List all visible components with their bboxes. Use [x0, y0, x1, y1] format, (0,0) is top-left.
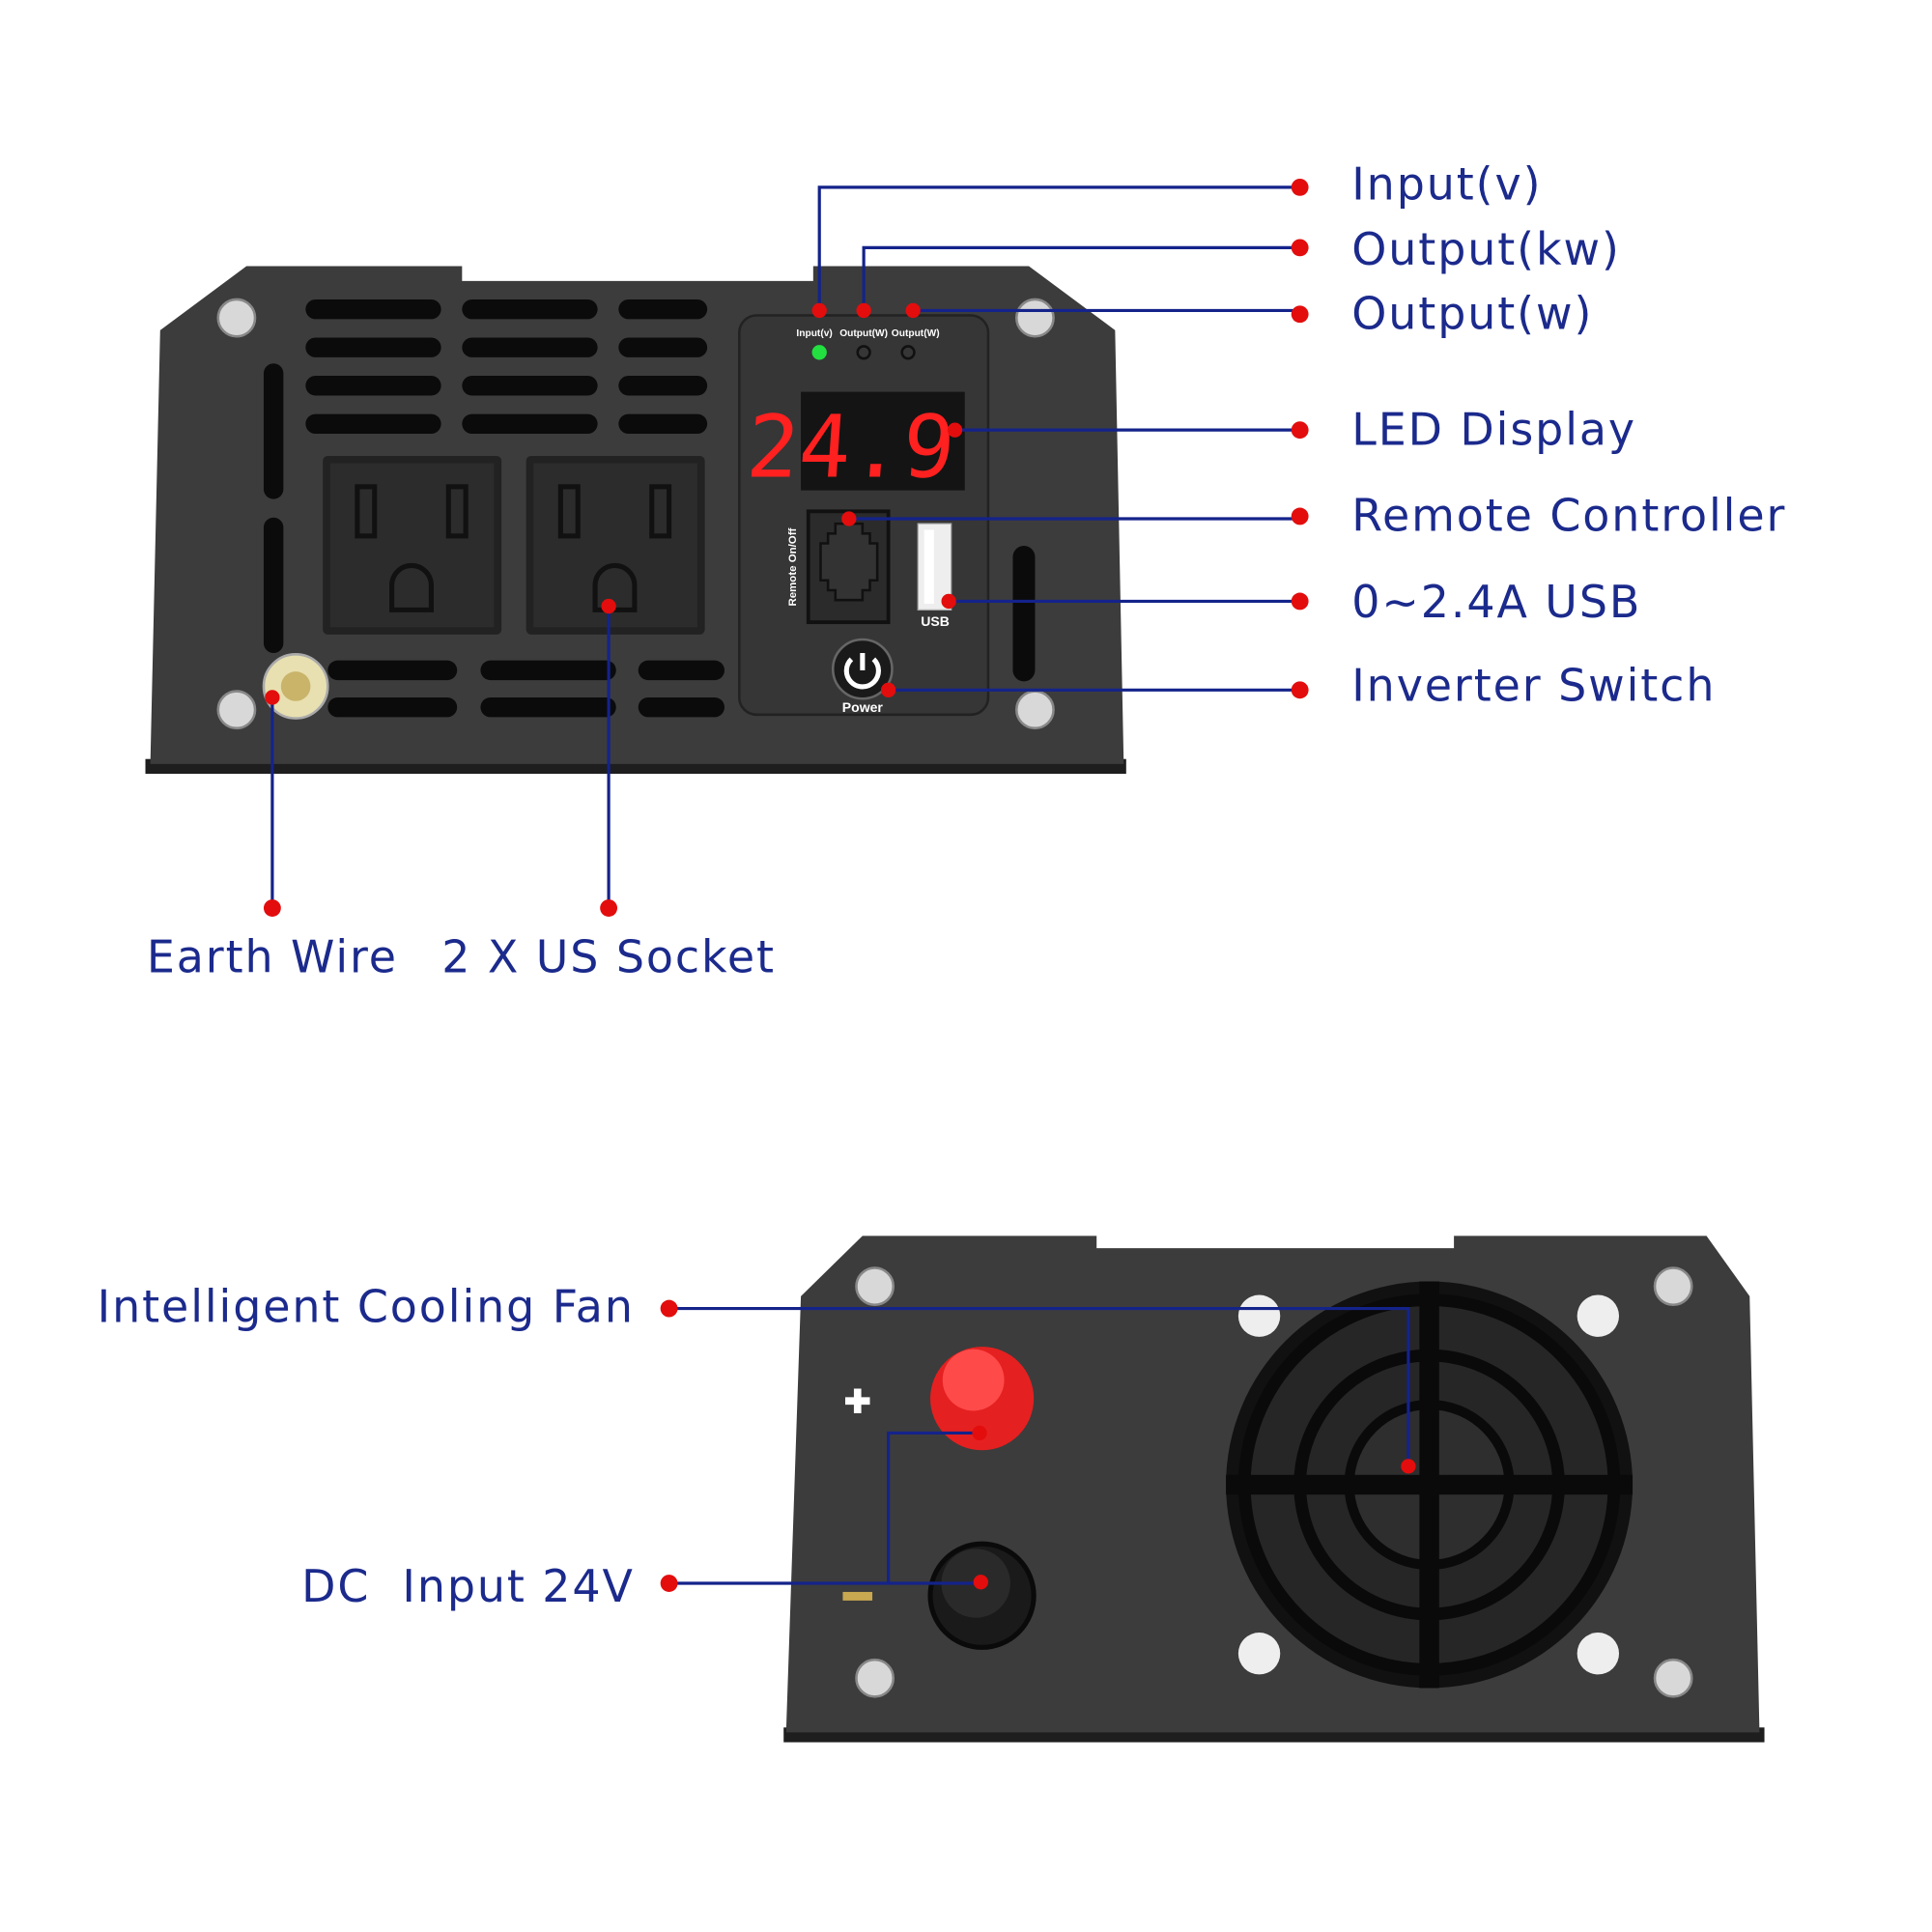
cooling-fan — [1226, 1281, 1634, 1689]
top-vents — [263, 298, 1036, 718]
screws-bottom — [855, 1266, 1693, 1698]
power-icon — [843, 657, 881, 690]
earth-wire-terminal — [262, 653, 329, 720]
callout-labels: Input(v) Output(kw) Output(w) LED Displa… — [98, 158, 1786, 1613]
label-output-w: Output(w) — [1351, 288, 1593, 340]
callout-dots — [263, 178, 1416, 1592]
power-label: Power — [842, 699, 884, 715]
led-display — [801, 391, 965, 491]
output-w-indicator-led — [900, 345, 916, 360]
indicator-label-output2: Output(W) — [892, 328, 940, 339]
input-indicator-led — [811, 345, 827, 360]
led-display-value: 24.9 — [744, 398, 958, 498]
indicator-label-input: Input(v) — [796, 328, 832, 339]
usb-label: USB — [921, 613, 950, 629]
label-led-display: LED Display — [1351, 403, 1636, 455]
label-input-v: Input(v) — [1351, 158, 1542, 211]
inverter-rear-view — [783, 1236, 1765, 1743]
minus-icon — [842, 1591, 873, 1601]
output-kw-indicator-led — [856, 345, 871, 360]
label-inverter-switch: Inverter Switch — [1351, 660, 1716, 712]
label-dc-input: DC Input 24V — [301, 1560, 635, 1612]
label-remote-controller: Remote Controller — [1351, 490, 1786, 542]
label-us-socket: 2 X US Socket — [441, 930, 776, 982]
label-earth-wire: Earth Wire — [147, 930, 398, 982]
inverter-front-view: Input(v) Output(W) Output(W) 24.9 Remote… — [145, 266, 1126, 775]
positive-terminal — [845, 1347, 1035, 1451]
label-usb: 0~2.4A USB — [1351, 576, 1641, 628]
plus-icon — [845, 1388, 870, 1414]
remote-label: Remote On/Off — [787, 527, 799, 606]
screws-top — [216, 298, 1055, 730]
label-cooling-fan: Intelligent Cooling Fan — [98, 1281, 635, 1333]
us-socket-1 — [323, 455, 502, 635]
indicator-label-output1: Output(W) — [839, 328, 888, 339]
control-panel: Input(v) Output(W) Output(W) 24.9 Remote… — [738, 314, 990, 717]
label-output-kw: Output(kw) — [1351, 223, 1621, 275]
us-socket-2 — [526, 455, 705, 635]
callout-lines — [263, 178, 1416, 1592]
